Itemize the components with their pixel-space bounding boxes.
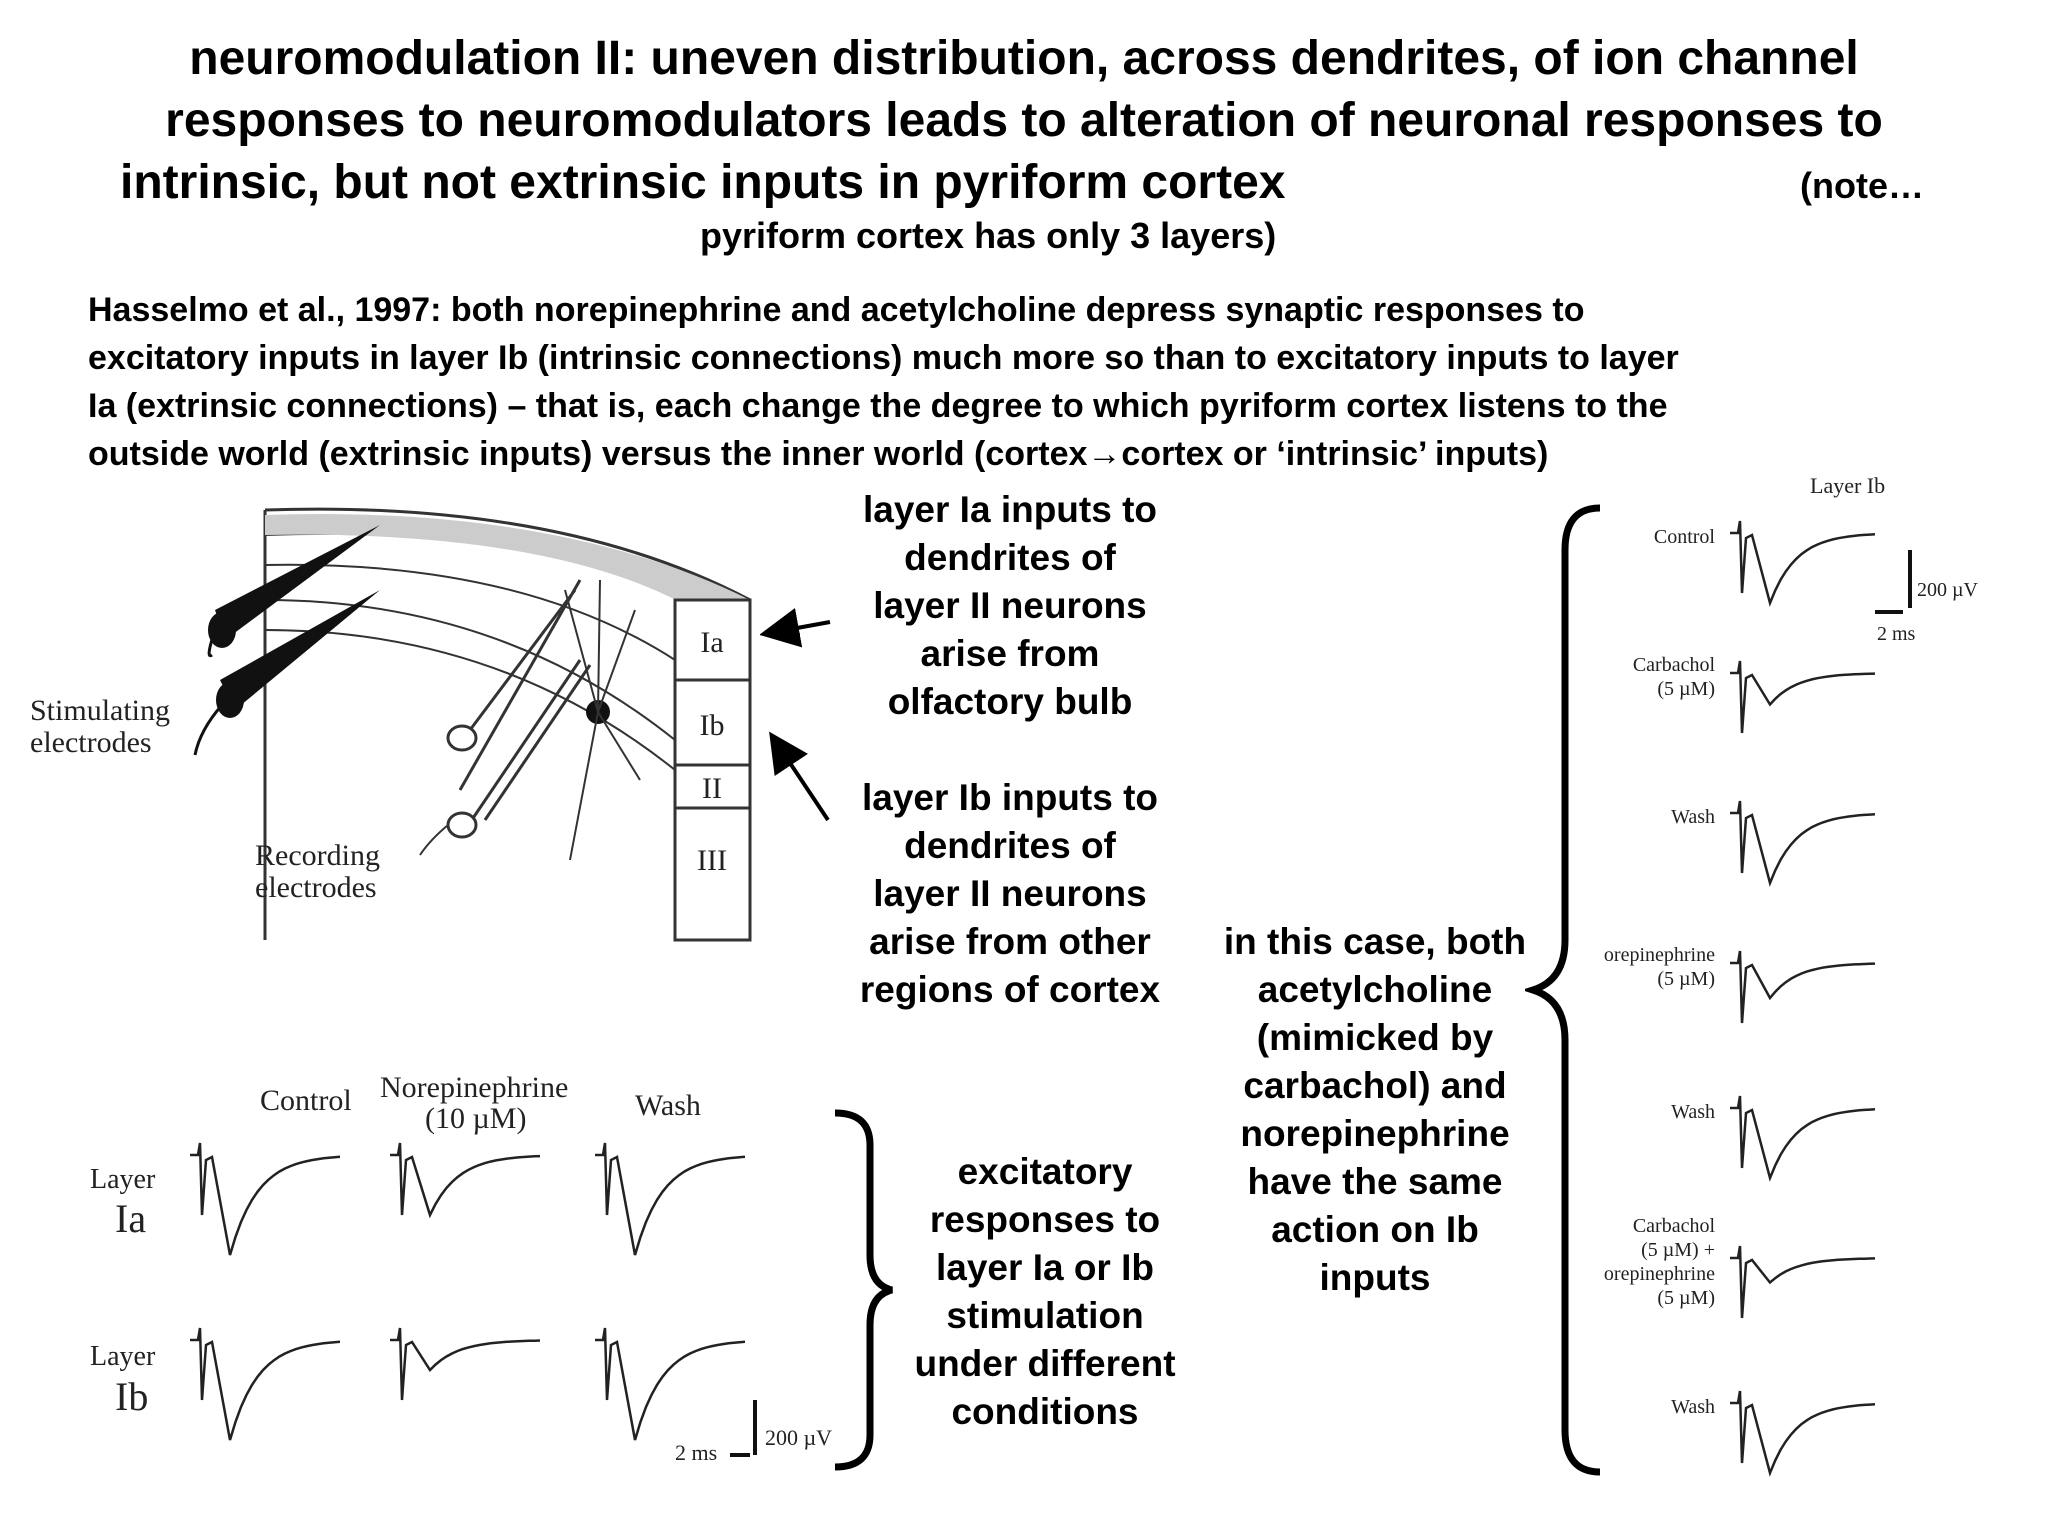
paragraph-line-1: Hasselmo et al., 1997: both norepinephri… [88,291,1585,329]
right-row-label-1-0: Carbachol [1633,654,1716,676]
row-label-layer-ib: Layer [90,1341,156,1372]
layer-ib-label: Ib [700,709,725,742]
title-line-3: intrinsic, but not extrinsic inputs in p… [120,156,1286,209]
scale-label-volt: 200 µV [765,1425,832,1450]
right-row-label-5-2: orepinephrine [1604,1263,1715,1285]
trace-ia-1 [390,1142,541,1219]
brace-left-traces [834,1109,894,1471]
right-trace-0 [1730,520,1876,607]
right-row-label-5-0: Carbachol [1633,1215,1716,1237]
right-trace-6 [1730,1390,1876,1477]
recording-electrode-1 [458,579,582,791]
right-row-label-5-1: (5 µM) + [1641,1239,1715,1261]
trace-ia-0 [190,1142,341,1256]
recording-label-2: electrodes [255,871,377,904]
layer-ii-label: II [702,772,722,805]
arrow-to-ib [769,731,830,822]
stimulating-label-1: Stimulating [30,694,170,727]
right-row-label-5-3: (5 µM) [1657,1287,1715,1309]
row-label-ia: Ia [115,1196,146,1241]
right-row-label-2-0: Wash [1671,806,1715,828]
trace-ib-2 [595,1327,746,1441]
paragraph-line-2: excitatory inputs in layer Ib (intrinsic… [88,339,1679,377]
right-scale-label-volt: 200 µV [1917,579,1979,601]
col-label-control: Control [260,1084,352,1117]
right-scale-label-time: 2 ms [1877,623,1916,645]
right-row-label-4-0: Wash [1671,1101,1715,1123]
paragraph-line-4: outside world (extrinsic inputs) versus … [88,435,1549,473]
right-trace-3 [1730,950,1876,1024]
title-note-line-2: pyriform cortex has only 3 layers) [700,215,1277,256]
stimulating-electrode-1 [215,525,380,640]
paragraph-line-3: Ia (extrinsic connections) – that is, ea… [88,387,1668,425]
title-line-2: responses to neuromodulators leads to al… [165,94,1883,147]
title-note: (note… [1800,165,1924,206]
scale-label-time: 2 ms [675,1440,717,1465]
right-row-label-0-0: Control [1654,526,1716,548]
trace-ib-1 [390,1327,541,1401]
right-trace-2 [1730,800,1876,887]
callout-excitatory: excitatory responses to layer Ia or Ib s… [914,1151,1176,1432]
title-line-1: neuromodulation II: uneven distribution,… [189,32,1859,85]
callout-both: in this case, both acetylcholine (mimick… [1223,921,1527,1298]
right-row-label-6-0: Wash [1671,1396,1715,1418]
recording-electrode-2 [463,659,592,831]
callout-arrows [760,608,831,822]
trace-ia-2 [595,1142,746,1256]
right-header-layer-ib: Layer Ib [1810,473,1885,498]
callout-layer-ia: layer Ia inputs to dendrites of layer II… [862,489,1157,722]
right-trace-4 [1730,1095,1876,1182]
trace-ib-0 [190,1327,341,1441]
row-label-layer-ia: Layer [90,1164,156,1195]
stimulating-label-2: electrodes [30,726,152,759]
brace-right-traces [1525,504,1601,1476]
layer-ia-label: Ia [700,626,723,659]
stimulating-electrode-2 [220,590,380,710]
row-label-ib: Ib [115,1374,148,1419]
col-label-norepinephrine-conc: (10 µM) [425,1102,526,1135]
arrow-to-ia [760,608,831,648]
right-row-label-3-0: orepinephrine [1604,944,1715,966]
layer-iii-label: III [697,844,727,877]
right-trace-1 [1730,660,1876,734]
cortex-schematic: Ia Ib II III Stimulating electrodes Reco… [30,507,800,942]
col-label-norepinephrine: Norepinephrine [380,1071,568,1104]
col-label-wash: Wash [635,1089,701,1122]
left-traces-panel: Control Norepinephrine (10 µM) Wash Laye… [90,1071,832,1465]
callout-layer-ib: layer Ib inputs to dendrites of layer II… [859,777,1161,1010]
right-row-label-1-1: (5 µM) [1657,678,1715,700]
right-trace-5 [1730,1245,1876,1319]
recording-label-1: Recording [255,839,380,872]
right-row-label-3-1: (5 µM) [1657,968,1715,990]
